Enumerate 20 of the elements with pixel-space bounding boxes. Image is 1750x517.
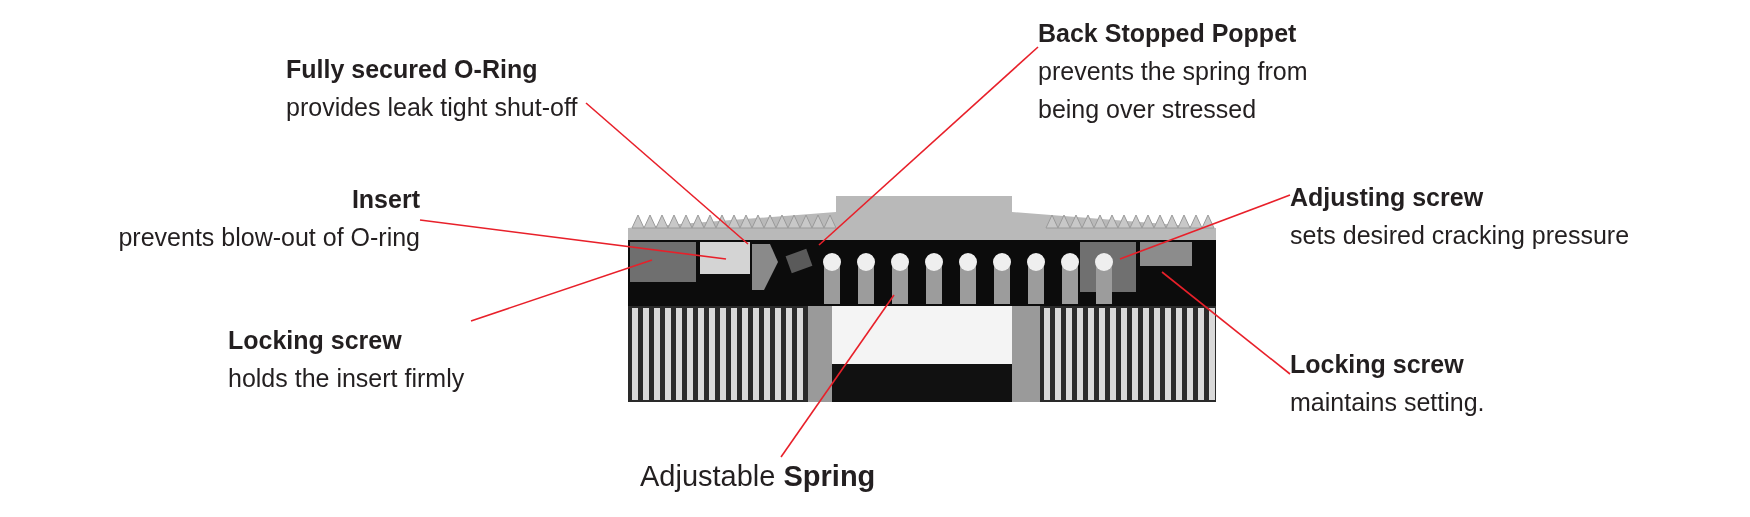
leader-line [818,46,1039,246]
leader-line [585,102,749,245]
leader-line [419,219,727,260]
callout-description: provides leak tight shut-off [286,92,579,123]
callout-description: maintains setting. [1290,387,1486,418]
callout-description: prevents the spring from being over stressed [1038,56,1309,125]
callout-description: holds the insert firmly [228,363,466,394]
callout-description: prevents blow-out of O-ring [117,222,420,253]
callout-heading: Locking screw [228,325,402,356]
leader-line [470,259,653,322]
leader-line [1119,194,1291,260]
callout-heading: Adjusting screw [1290,182,1484,213]
callout-text: Adjustable Spring [640,459,876,494]
callout-heading: Fully secured O-Ring [286,54,538,85]
leader-line [780,294,895,458]
callout-heading: Locking screw [1290,349,1464,380]
leader-line [1161,271,1291,375]
callout-heading: Back Stopped Poppet [1038,18,1297,49]
callout-heading: Insert [351,184,420,215]
callout-description: sets desired cracking pressure [1290,220,1631,251]
